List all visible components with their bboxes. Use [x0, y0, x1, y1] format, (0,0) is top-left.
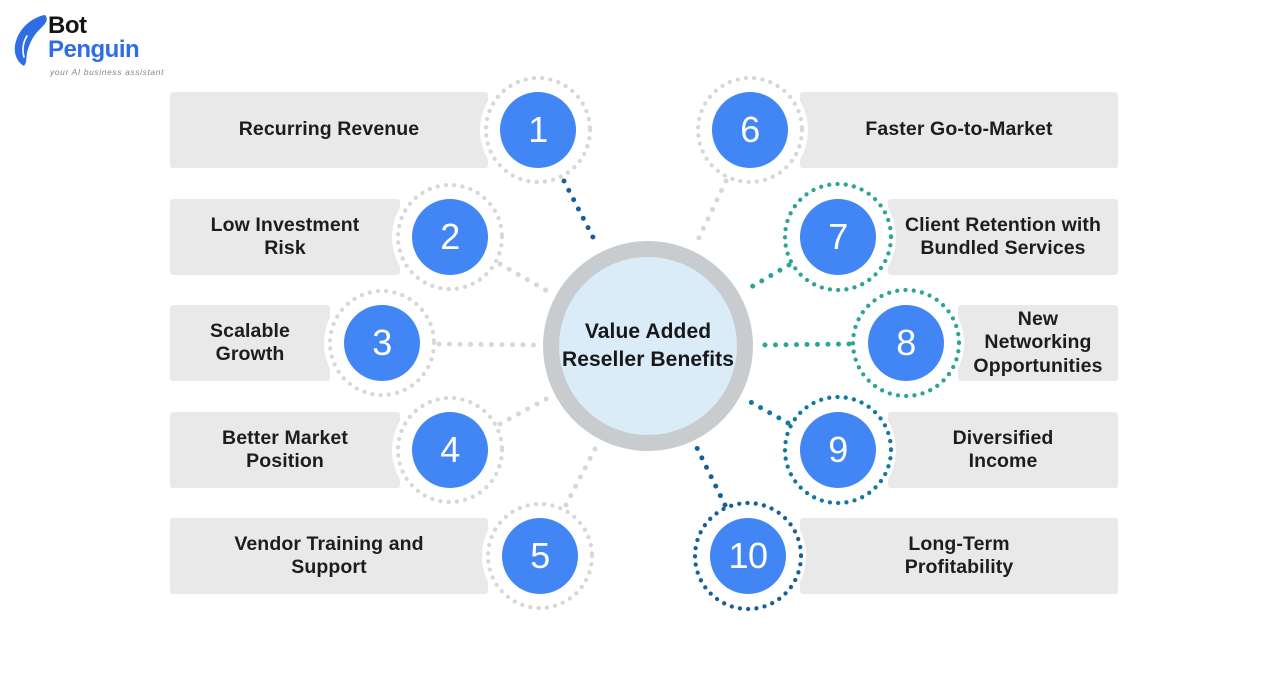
benefit-number-7: 7	[800, 199, 876, 275]
logo-tagline: your AI business assistant	[50, 67, 165, 77]
benefit-number-9: 9	[800, 412, 876, 488]
benefit-bar-8: New Networking Opportunities	[958, 305, 1118, 381]
spoke-line-6	[693, 178, 729, 247]
benefit-bar-5: Vendor Training and Support	[170, 518, 488, 594]
benefit-label-9: Diversified Income	[952, 426, 1054, 472]
benefit-number-1: 1	[500, 92, 576, 168]
benefit-label-10: Long-Term Profitability	[904, 532, 1014, 578]
penguin-icon	[14, 15, 47, 66]
spoke-line-7	[743, 262, 792, 293]
benefit-label-4: Better Market Position	[222, 426, 348, 472]
benefit-number-3: 3	[344, 305, 420, 381]
spoke-line-8	[758, 341, 852, 348]
logo-wordmark: Bot Penguin	[48, 12, 140, 64]
benefit-bar-4: Better Market Position	[170, 412, 400, 488]
benefit-label-6: Faster Go-to-Market	[865, 118, 1053, 141]
benefit-bar-6: Faster Go-to-Market	[800, 92, 1118, 168]
benefit-number-5: 5	[502, 518, 578, 594]
benefit-bar-7: Client Retention with Bundled Services	[888, 199, 1118, 275]
benefit-number-10: 10	[710, 518, 786, 594]
spoke-line-4	[497, 395, 551, 427]
center-hub-title: Value Added Reseller Benefits	[561, 319, 735, 371]
logo-word-bot: Bot	[48, 12, 87, 39]
benefit-label-2: Low Investment Risk	[210, 213, 360, 259]
benefit-label-3: Scalable Growth	[210, 319, 290, 365]
center-hub: Value Added Reseller Benefits	[543, 241, 753, 451]
benefit-bar-10: Long-Term Profitability	[800, 518, 1118, 594]
benefit-number-6: 6	[712, 92, 788, 168]
benefit-bar-2: Low Investment Risk	[170, 199, 400, 275]
logo-word-penguin: Penguin	[48, 36, 140, 64]
spoke-line-9	[744, 397, 791, 426]
benefit-bar-3: Scalable Growth	[170, 305, 330, 381]
benefit-bar-9: Diversified Income	[888, 412, 1118, 488]
benefit-label-7: Client Retention with Bundled Services	[904, 213, 1101, 259]
benefit-number-2: 2	[412, 199, 488, 275]
spoke-line-10	[694, 445, 728, 508]
botpenguin-logo: Bot Penguin your AI business assistant	[14, 8, 184, 88]
benefit-bar-1: Recurring Revenue	[170, 92, 488, 168]
spoke-line-5	[563, 444, 599, 508]
benefit-number-8: 8	[868, 305, 944, 381]
benefit-number-4: 4	[412, 412, 488, 488]
benefit-label-5: Vendor Training and Support	[234, 532, 424, 578]
spoke-line-3	[436, 341, 538, 348]
spoke-line-2	[497, 261, 552, 295]
benefit-label-1: Recurring Revenue	[238, 118, 420, 141]
spoke-line-1	[561, 178, 600, 248]
benefit-label-8: New Networking Opportunities	[973, 307, 1103, 377]
